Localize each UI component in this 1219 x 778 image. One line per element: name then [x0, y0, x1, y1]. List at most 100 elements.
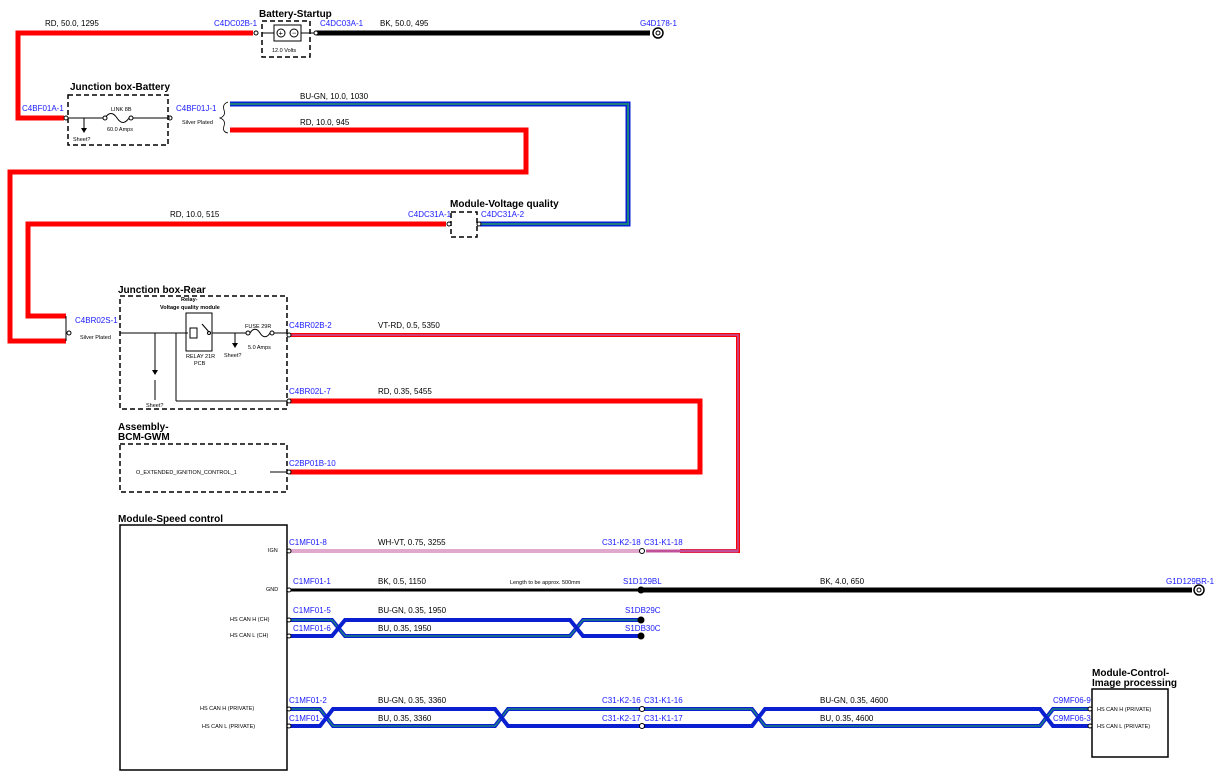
wire-label: BU-GN, 10.0, 1030 [300, 92, 369, 101]
sheet-ref: Sheet? [146, 403, 163, 409]
connector-label: S1DB30C [625, 624, 661, 633]
connector-label: C4DC03A-1 [320, 19, 364, 28]
battery-rating: 12.0 Volts [272, 48, 296, 54]
connector-label: C2BP01B-10 [289, 459, 336, 468]
wire-label: RD, 0.35, 5455 [378, 387, 432, 396]
connector-label: C4BF01A-1 [22, 104, 64, 113]
wire-bu-gn-10-1030[interactable] [230, 101, 631, 227]
connector-label: C9MF06-9 [1053, 696, 1091, 705]
image-title: Module-Control- [1092, 668, 1169, 679]
wire-vt-rd-05-5350[interactable] [290, 333, 740, 553]
connector-label: C4BR02B-2 [289, 321, 332, 330]
connector-label: C31-K2-18 [602, 538, 641, 547]
svg-text:−: − [292, 29, 297, 38]
wire-label: RD, 10.0, 945 [300, 118, 350, 127]
connector-label: C1MF01-3 [289, 714, 327, 723]
connector-label: C4DC02B-1 [214, 19, 258, 28]
bcm-signal: O_EXTENDED_IGNITION_CONTROL_1 [136, 470, 237, 476]
connector-label: C9MF06-3 [1053, 714, 1091, 723]
wire-label: BU-GN, 0.35, 3360 [378, 696, 447, 705]
wire-rd-035-5455[interactable] [290, 398, 703, 475]
plating-note: Silver Plated [182, 120, 213, 126]
wire-rd-50-1295[interactable] [15, 30, 253, 121]
connector-label: C1MF01-6 [293, 624, 331, 633]
wire-label: BK, 50.0, 495 [380, 19, 429, 28]
twisted-pair-can-private[interactable] [290, 707, 1090, 728]
length-note: Length to be approx. 500mm [510, 580, 581, 586]
connector-label: G4D178-1 [640, 19, 677, 28]
ground-icon [1193, 584, 1205, 596]
jb-rear-box[interactable] [119, 295, 288, 410]
pin-label: HS CAN H (PRIVATE) [1097, 707, 1151, 713]
relay-title: Relay- [181, 297, 198, 303]
pin-label: IGN [268, 548, 278, 554]
jb-battery-title: Junction box-Battery [70, 82, 170, 93]
mvq-title: Module-Voltage quality [450, 199, 559, 210]
ground-icon [652, 27, 664, 39]
battery-box[interactable] [261, 20, 311, 58]
wire-label: BU, 0.35, 3360 [378, 714, 432, 723]
connector-label: C4BR02L-7 [289, 387, 331, 396]
image-title: Image processing [1092, 678, 1177, 689]
wire-rd-10-945[interactable] [7, 127, 529, 344]
connector-label: C1MF01-1 [293, 577, 331, 586]
connector-label: C4BR02S-1 [75, 316, 118, 325]
wire-rd-10-515[interactable] [25, 221, 446, 319]
connector-label: C31-K1-16 [644, 696, 683, 705]
speed-box[interactable] [119, 524, 288, 771]
connector-label: C31-K2-17 [602, 714, 641, 723]
wire-label: RD, 50.0, 1295 [45, 19, 99, 28]
speed-title: Module-Speed control [118, 514, 223, 525]
bcm-box[interactable] [119, 443, 288, 493]
connector-label: C1MF01-5 [293, 606, 331, 615]
relay-title: Voltage quality module [160, 305, 220, 311]
image-box[interactable] [1091, 688, 1169, 758]
pin-label: GND [266, 587, 278, 593]
fuse-icon [104, 113, 130, 123]
jb-battery-box[interactable] [67, 94, 169, 146]
relay-name: RELAY 21R [186, 354, 215, 360]
wire-label: BU, 0.35, 1950 [378, 624, 432, 633]
sheet-ref: Sheet? [224, 353, 241, 359]
twisted-pair-can-ch[interactable] [290, 618, 640, 638]
connector-label: C4BF01J-1 [176, 104, 217, 113]
sheet-ref: Sheet? [73, 137, 90, 143]
pin-label: HS CAN H (CH) [230, 617, 270, 623]
relay-icon [185, 312, 213, 352]
wire-label: BK, 0.5, 1150 [378, 577, 426, 586]
splice-icon [637, 586, 645, 594]
splice-icon [637, 616, 645, 624]
connector-label: S1DB29C [625, 606, 661, 615]
connector-label: G1D129BR-1 [1166, 577, 1215, 586]
wire-label: BU-GN, 0.35, 1950 [378, 606, 447, 615]
connector-label: C4DC31A-1 [408, 210, 452, 219]
pin-label: HS CAN H (PRIVATE) [200, 706, 254, 712]
connector-label: C31-K2-16 [602, 696, 641, 705]
wire-label: VT-RD, 0.5, 5350 [378, 321, 440, 330]
plating-note: Silver Plated [80, 335, 111, 341]
connector-label: C31-K1-17 [644, 714, 683, 723]
wire-label: BU, 0.35, 4600 [820, 714, 874, 723]
svg-text:+: + [279, 29, 284, 38]
fuse-rating: 60.0 Amps [107, 127, 133, 133]
bcm-title: BCM-GWM [118, 432, 170, 443]
wire-label: BU-GN, 0.35, 4600 [820, 696, 889, 705]
connector-label: C31-K1-18 [644, 538, 683, 547]
connector-label: C1MF01-2 [289, 696, 327, 705]
bcm-title: Assembly- [118, 422, 169, 433]
jb-rear-title: Junction box-Rear [118, 285, 206, 296]
fuse-icon [249, 328, 271, 338]
connector-label: S1D129BL [623, 577, 662, 586]
mvq-box[interactable] [450, 211, 478, 238]
wire-label: BK, 4.0, 650 [820, 577, 865, 586]
wire-label: RD, 10.0, 515 [170, 210, 220, 219]
pin-label: HS CAN L (CH) [230, 633, 268, 639]
wire-label: WH-VT, 0.75, 3255 [378, 538, 446, 547]
fuse-rating: 5.0 Amps [248, 345, 271, 351]
splice-icon [637, 632, 645, 640]
connector-label: C1MF01-8 [289, 538, 327, 547]
relay-name: PCB [194, 361, 206, 367]
pin-label: HS CAN L (PRIVATE) [1097, 724, 1150, 730]
fuse-name: FUSE 29R [245, 324, 271, 330]
